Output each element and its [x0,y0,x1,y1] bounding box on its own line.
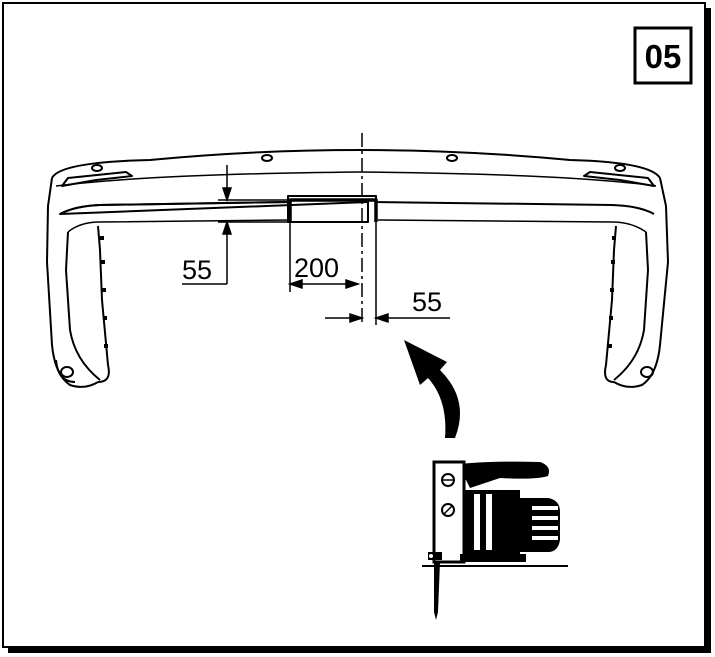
dimension-center-offset [325,222,450,325]
dimension-vertical [182,165,290,285]
dimension-cut-width-label: 200 [294,253,339,283]
step-badge: 05 [633,26,693,85]
frame-border [2,2,706,648]
jigsaw-icon [422,460,568,620]
dimension-vertical-label: 55 [182,255,212,285]
step-number: 05 [645,38,682,75]
dimension-cut-width [287,222,361,292]
curved-arrow-icon [404,340,460,438]
bumper-drawing [46,149,669,388]
dimension-center-offset-label: 55 [412,287,442,317]
